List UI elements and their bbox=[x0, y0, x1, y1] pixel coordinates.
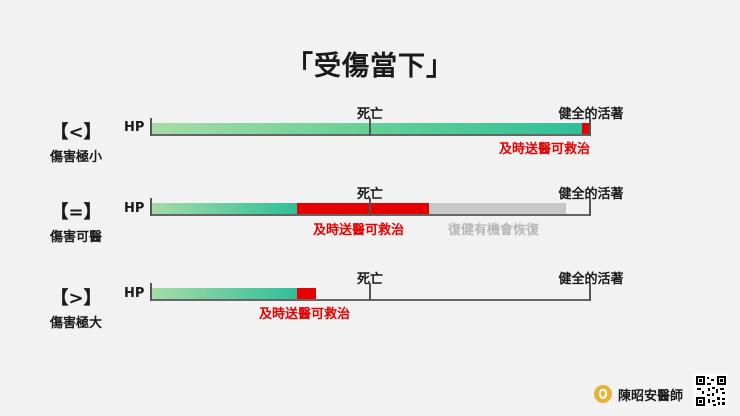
hp-fill bbox=[150, 203, 297, 215]
hp-label: HP bbox=[124, 120, 145, 135]
hp-label: HP bbox=[124, 286, 145, 301]
row-symbol: 【=】 bbox=[50, 202, 102, 223]
footer-brand: 陳昭安醫師 bbox=[594, 380, 683, 408]
tick-full bbox=[589, 118, 591, 136]
row-symbol: 【>】 bbox=[50, 288, 102, 309]
row-caption: 傷害極小 bbox=[49, 150, 102, 165]
rescue-segment bbox=[297, 288, 316, 300]
row-symbol: 【<】 bbox=[50, 122, 102, 143]
brand-name: 陳昭安醫師 bbox=[618, 388, 684, 404]
tick-zero bbox=[150, 198, 152, 216]
alive-label: 健全的活著 bbox=[558, 272, 624, 287]
death-label: 死亡 bbox=[356, 272, 383, 287]
tick-death bbox=[369, 118, 371, 136]
alive-label: 健全的活著 bbox=[558, 187, 624, 202]
rescue-label: 及時送醫可救治 bbox=[499, 142, 591, 157]
rescue-segment bbox=[582, 123, 589, 135]
page-title: 「受傷當下」 bbox=[286, 51, 454, 82]
tick-zero bbox=[150, 283, 152, 301]
qr-code-graphic bbox=[694, 374, 728, 408]
rescue-label: 及時送醫可救治 bbox=[313, 223, 405, 238]
recovery-label: 復健有機會恢復 bbox=[448, 223, 540, 238]
death-label: 死亡 bbox=[356, 187, 383, 202]
hp-fill bbox=[150, 123, 582, 135]
qr-code-icon bbox=[694, 374, 728, 408]
stethoscope-icon bbox=[594, 385, 612, 403]
hp-fill bbox=[150, 288, 297, 300]
hp-label: HP bbox=[124, 201, 145, 216]
alive-label: 健全的活著 bbox=[558, 107, 624, 122]
tick-death bbox=[369, 198, 371, 216]
rescue-segment bbox=[297, 203, 429, 215]
hp-bar bbox=[150, 288, 590, 300]
tick-death bbox=[369, 283, 371, 301]
tick-full bbox=[589, 283, 591, 301]
tick-zero bbox=[150, 118, 152, 136]
hp-bar bbox=[150, 203, 590, 215]
tick-full bbox=[589, 198, 591, 216]
rescue-label: 及時送醫可救治 bbox=[259, 307, 351, 322]
hp-bar bbox=[150, 123, 590, 135]
death-label: 死亡 bbox=[356, 107, 383, 122]
row-caption: 傷害可醫 bbox=[49, 230, 102, 245]
row-caption: 傷害極大 bbox=[49, 316, 102, 331]
recovery-segment bbox=[429, 203, 566, 215]
